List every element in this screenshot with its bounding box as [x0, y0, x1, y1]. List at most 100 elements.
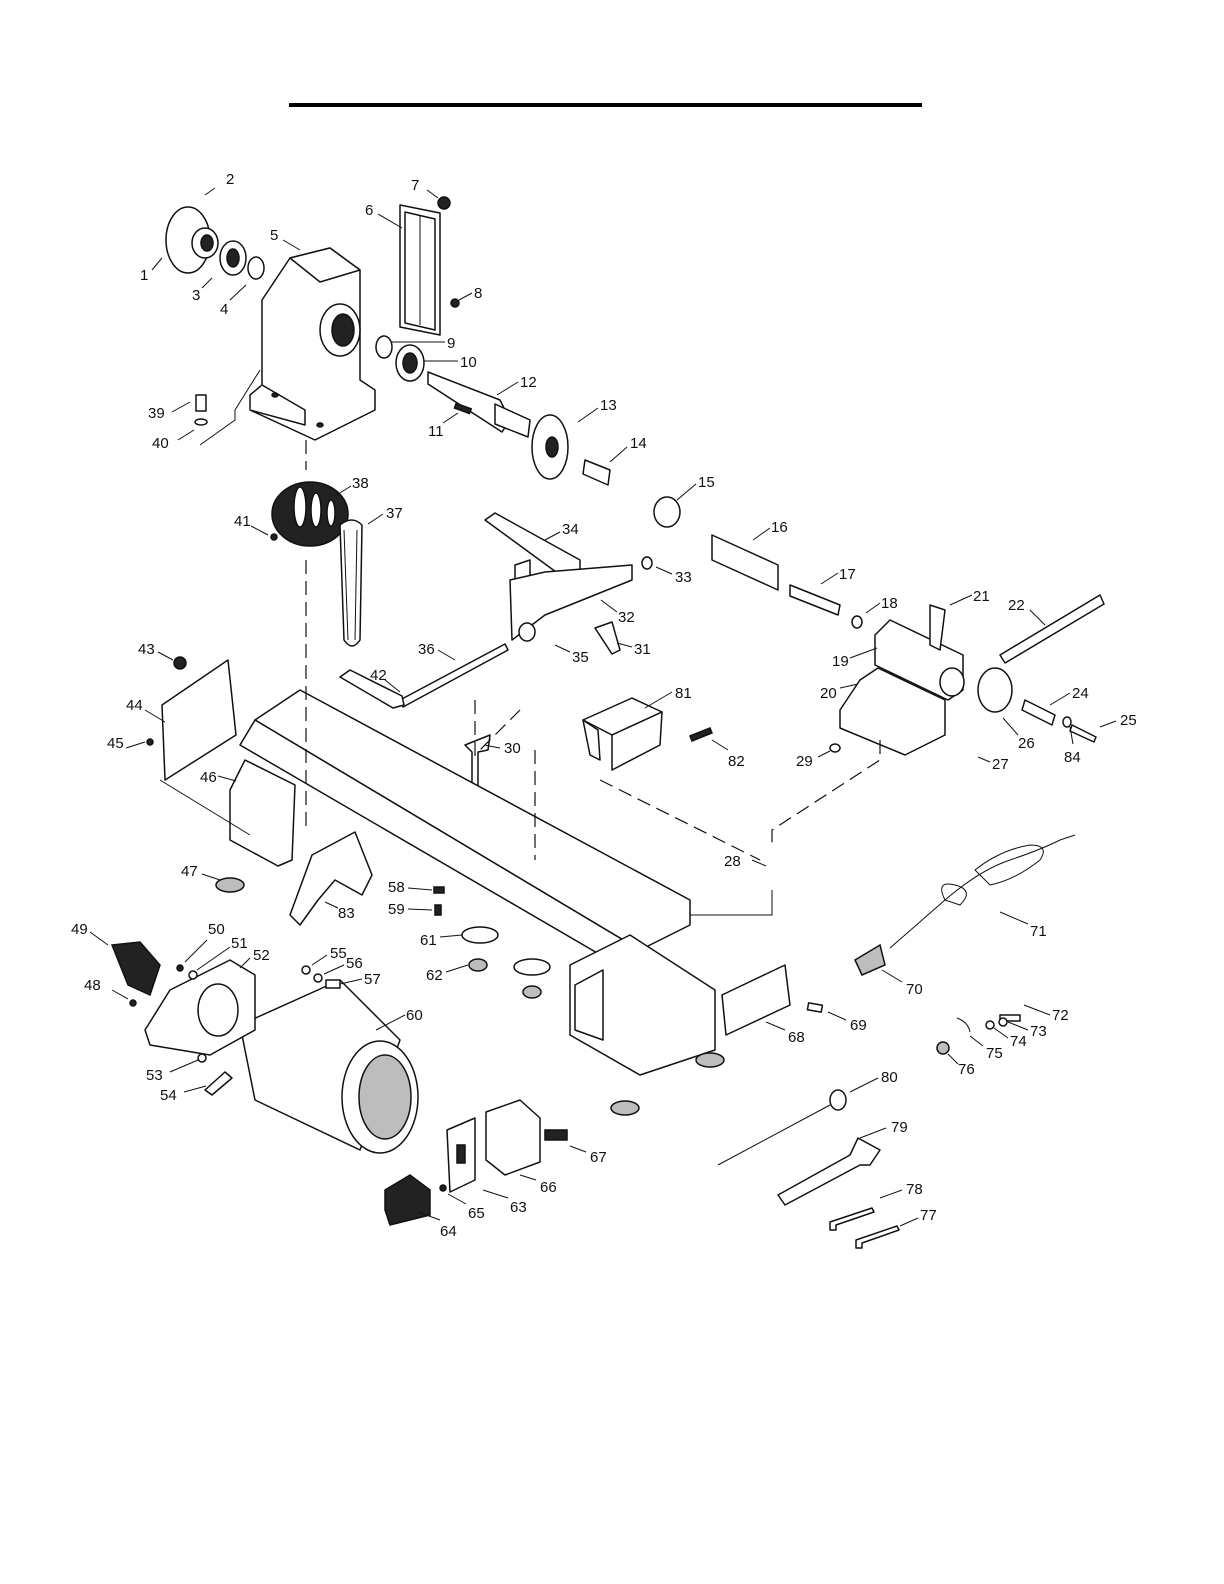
retaining-ring-part [248, 257, 264, 279]
handle-part [930, 605, 945, 650]
setscrew-part-48 [130, 1000, 136, 1006]
callout-label: 16 [771, 519, 788, 536]
washer-part-56 [314, 974, 322, 982]
tailstock-part [840, 620, 964, 755]
callout-label: 84 [1064, 749, 1081, 766]
callout-label: 21 [973, 588, 990, 605]
assembly-line [772, 740, 880, 848]
pulley-part [462, 927, 498, 943]
callout-label: 46 [200, 769, 217, 786]
callout-label: 39 [148, 405, 165, 422]
screw-part-50 [177, 965, 183, 971]
tail-handwheel-part [978, 668, 1012, 712]
callout-label: 20 [820, 685, 837, 702]
callout-label: 83 [338, 905, 355, 922]
callout-label: 58 [388, 879, 405, 896]
callout-label: 80 [881, 1069, 898, 1086]
callout-label: 77 [920, 1207, 937, 1224]
screw-part-82 [690, 728, 712, 741]
cone-pulley-part [112, 942, 160, 995]
callout-label: 8 [474, 285, 482, 302]
callout-label: 5 [270, 227, 278, 244]
callout-label: 28 [724, 853, 741, 870]
callout-label: 15 [698, 474, 715, 491]
callout-label: 55 [330, 945, 347, 962]
foot-part [611, 1101, 639, 1115]
bolt-part-57 [326, 980, 340, 988]
callout-label: 65 [468, 1205, 485, 1222]
setscrew-part [271, 534, 277, 540]
screw-part-65 [440, 1185, 446, 1191]
hex-key-part [830, 1208, 874, 1230]
end-cover-part [162, 660, 236, 780]
callout-label: 71 [1030, 923, 1047, 940]
quill-part [712, 535, 778, 590]
headstock-part [250, 248, 375, 440]
faceplate-part [532, 415, 568, 479]
knob-screw-part [438, 197, 450, 209]
callout-label: 11 [428, 423, 444, 440]
washer-part-74 [986, 1021, 994, 1029]
callout-label: 14 [630, 435, 647, 452]
drive-belt-part [340, 520, 362, 646]
callout-label: 32 [618, 609, 635, 626]
callout-label: 62 [426, 967, 443, 984]
foot-part [696, 1053, 724, 1067]
lock-shaft-part [400, 644, 508, 707]
callout-label: 74 [1010, 1033, 1027, 1050]
lock-lever-part [595, 622, 620, 654]
wrench-part [778, 1138, 880, 1205]
washer-part-73 [999, 1018, 1007, 1026]
callout-label: 10 [460, 354, 477, 371]
callout-label: 52 [253, 947, 270, 964]
callout-label: 34 [562, 521, 579, 538]
part-drawings [112, 197, 1104, 1248]
callout-label: 17 [839, 566, 856, 583]
screw-part-25 [1070, 725, 1096, 742]
callout-label: 73 [1030, 1023, 1047, 1040]
callout-label: 25 [1120, 712, 1137, 729]
callout-label: 72 [1052, 1007, 1069, 1024]
retaining-ring-part [376, 336, 392, 358]
callout-label: 76 [958, 1061, 975, 1078]
foot-part [216, 878, 244, 892]
ring-part-84 [1063, 717, 1071, 727]
callout-label: 63 [510, 1199, 527, 1216]
callout-label: 61 [420, 932, 437, 949]
callout-label: 66 [540, 1179, 557, 1196]
end-plate-part [722, 965, 790, 1035]
callout-label: 18 [881, 595, 898, 612]
callout-label: 45 [107, 735, 124, 752]
cover-plate-part [400, 205, 440, 335]
callout-label: 9 [447, 335, 455, 352]
callout-label: 78 [906, 1181, 923, 1198]
pulley-part [514, 959, 550, 975]
callout-label: 67 [590, 1149, 607, 1166]
terminal-part [545, 1130, 567, 1140]
belt-guard-part [290, 832, 372, 925]
callout-label: 3 [192, 287, 200, 304]
callout-label: 56 [346, 955, 363, 972]
callout-label: 60 [406, 1007, 423, 1024]
callout-label: 70 [906, 981, 923, 998]
callout-label: 75 [986, 1045, 1003, 1062]
motor-part [240, 980, 418, 1153]
hex-key-part [856, 1226, 899, 1248]
callout-label: 7 [411, 177, 419, 194]
nut-part-76 [937, 1042, 949, 1054]
callout-label: 6 [365, 202, 373, 219]
socket-screw-part [196, 395, 206, 411]
callout-label: 27 [992, 756, 1009, 773]
callout-label: 68 [788, 1029, 805, 1046]
callout-label: 64 [440, 1223, 457, 1240]
washer-part-29 [830, 744, 840, 752]
callout-label: 24 [1072, 685, 1089, 702]
callout-label: 57 [364, 971, 381, 988]
clip-part [434, 887, 444, 893]
lever-part-54 [205, 1072, 232, 1095]
knob-part [1022, 700, 1055, 725]
callout-label: 43 [138, 641, 155, 658]
switch-plate-slot [457, 1145, 465, 1163]
washer-part-51 [189, 971, 197, 979]
